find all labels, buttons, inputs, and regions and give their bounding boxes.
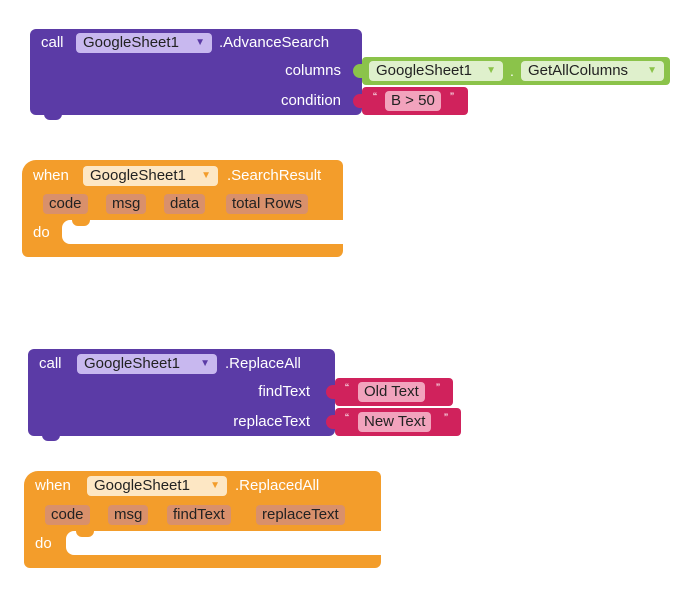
component-dropdown[interactable]: GoogleSheet1 ▼ bbox=[76, 33, 212, 53]
columns-socket-label: columns bbox=[285, 62, 341, 79]
event-param[interactable]: code bbox=[45, 505, 90, 525]
replacetext-socket-label: replaceText bbox=[233, 413, 310, 430]
block-notch bbox=[44, 114, 62, 120]
component-dropdown[interactable]: GoogleSheet1 ▼ bbox=[83, 166, 218, 186]
replace-value: New Text bbox=[364, 413, 426, 430]
component-name: GoogleSheet1 bbox=[376, 62, 472, 79]
block-notch bbox=[72, 220, 90, 226]
block-connector-tab bbox=[326, 385, 338, 399]
chevron-down-icon: ▼ bbox=[486, 65, 496, 76]
open-quote: “ bbox=[345, 381, 349, 395]
call-keyword: call bbox=[41, 34, 64, 51]
property-dropdown[interactable]: GetAllColumns ▼ bbox=[521, 61, 664, 81]
block-connector-tab bbox=[326, 415, 338, 429]
block-notch bbox=[76, 531, 94, 537]
property-dot: . bbox=[510, 63, 514, 79]
do-statement-slot[interactable] bbox=[66, 531, 381, 555]
component-name: GoogleSheet1 bbox=[84, 355, 180, 372]
event-param[interactable]: findText bbox=[167, 505, 231, 525]
when-keyword: when bbox=[35, 477, 71, 494]
component-name: GoogleSheet1 bbox=[94, 477, 190, 494]
close-quote: ” bbox=[436, 381, 440, 395]
event-param[interactable]: msg bbox=[106, 194, 147, 214]
event-param[interactable]: data bbox=[164, 194, 206, 214]
close-quote: ” bbox=[444, 411, 448, 425]
condition-value: B > 50 bbox=[391, 92, 435, 109]
chevron-down-icon: ▼ bbox=[200, 358, 210, 369]
do-keyword: do bbox=[35, 535, 52, 552]
replace-text-field[interactable]: New Text bbox=[358, 412, 432, 432]
condition-socket-label: condition bbox=[280, 92, 341, 109]
close-quote: ” bbox=[450, 90, 454, 104]
chevron-down-icon: ▼ bbox=[195, 37, 205, 48]
chevron-down-icon: ▼ bbox=[647, 65, 657, 76]
open-quote: “ bbox=[373, 90, 377, 104]
open-quote: “ bbox=[345, 411, 349, 425]
chevron-down-icon: ▼ bbox=[201, 170, 211, 181]
component-name: GoogleSheet1 bbox=[83, 34, 179, 51]
block-connector-tab bbox=[353, 94, 365, 108]
component-dropdown[interactable]: GoogleSheet1 ▼ bbox=[87, 476, 227, 496]
method-name: .AdvanceSearch bbox=[219, 34, 330, 51]
columns-component-dropdown[interactable]: GoogleSheet1 ▼ bbox=[369, 61, 503, 81]
findtext-socket-label: findText bbox=[258, 383, 310, 400]
event-name: .ReplacedAll bbox=[235, 477, 320, 494]
chevron-down-icon: ▼ bbox=[210, 480, 220, 491]
method-name: .ReplaceAll bbox=[225, 355, 301, 372]
block-connector-tab bbox=[353, 64, 365, 78]
event-param[interactable]: code bbox=[43, 194, 88, 214]
condition-text-field[interactable]: B > 50 bbox=[385, 91, 441, 111]
component-dropdown[interactable]: GoogleSheet1 ▼ bbox=[77, 354, 217, 374]
property-name: GetAllColumns bbox=[528, 62, 629, 79]
event-param[interactable]: total Rows bbox=[226, 194, 309, 214]
event-param[interactable]: replaceText bbox=[256, 505, 345, 525]
do-keyword: do bbox=[33, 224, 50, 241]
call-keyword: call bbox=[39, 355, 62, 372]
when-keyword: when bbox=[33, 167, 69, 184]
event-param[interactable]: msg bbox=[108, 505, 149, 525]
block-notch bbox=[42, 435, 60, 441]
component-name: GoogleSheet1 bbox=[90, 167, 186, 184]
find-text-field[interactable]: Old Text bbox=[358, 382, 425, 402]
find-value: Old Text bbox=[364, 383, 419, 400]
do-statement-slot[interactable] bbox=[62, 220, 343, 244]
event-name: .SearchResult bbox=[227, 167, 322, 184]
